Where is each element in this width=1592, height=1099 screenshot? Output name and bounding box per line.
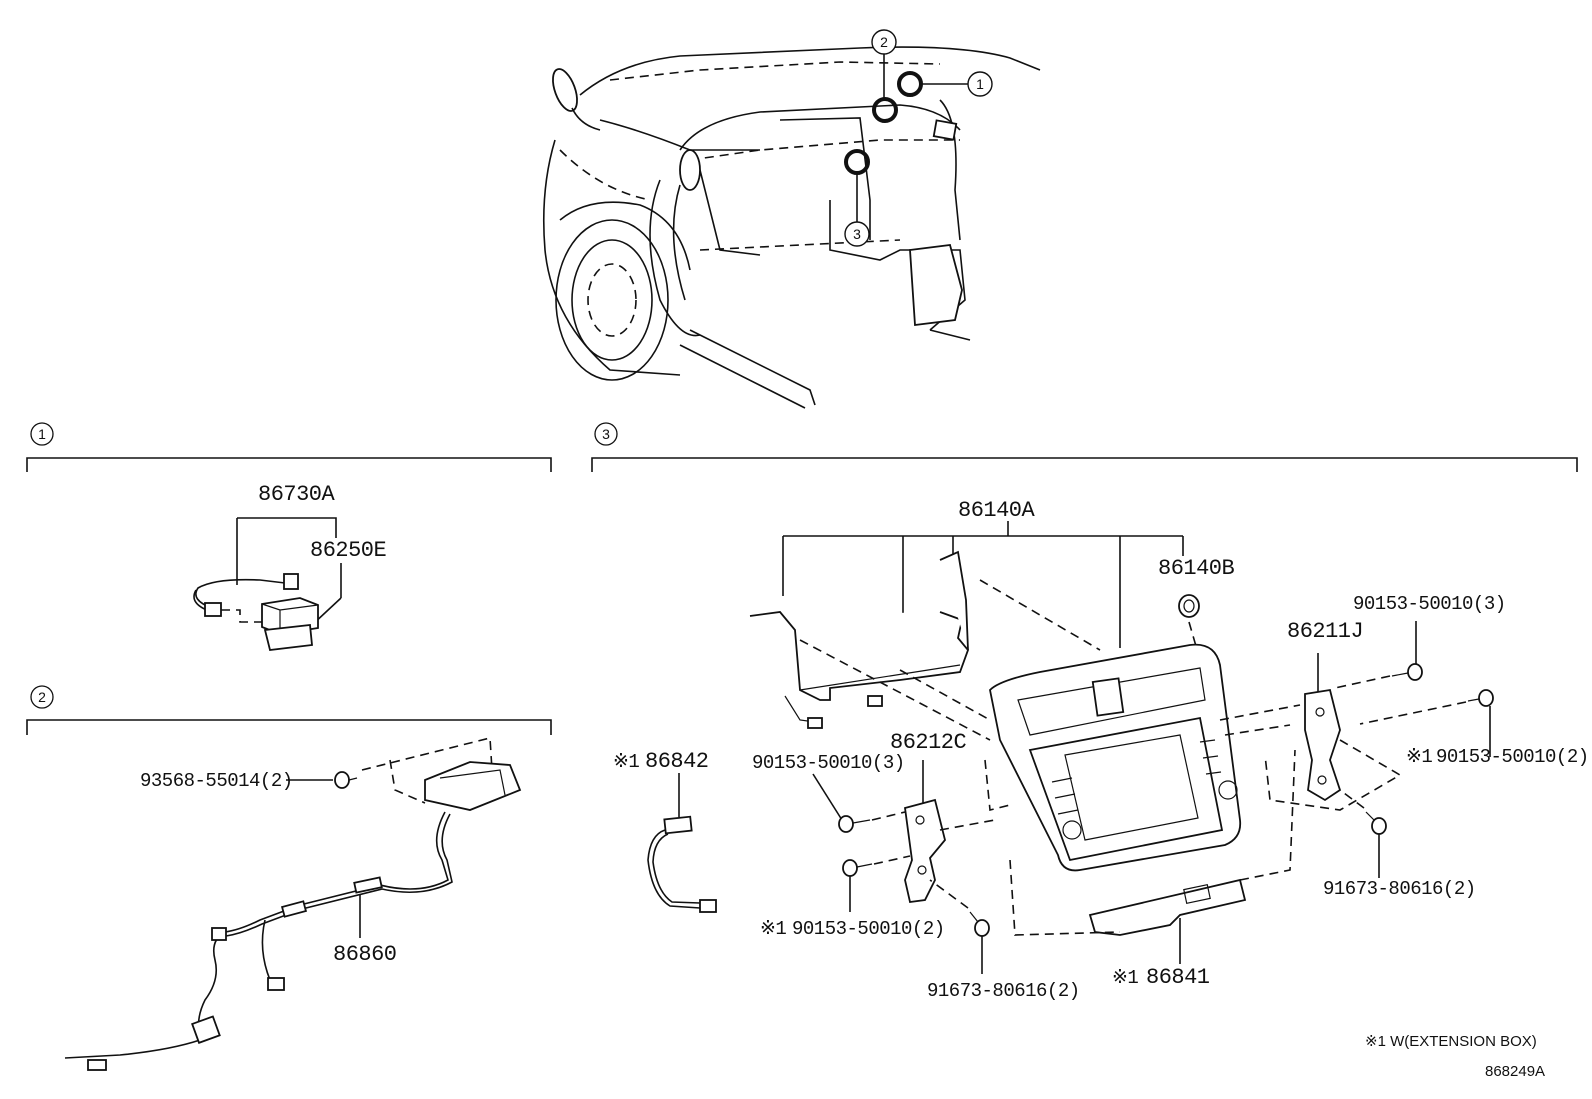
part-86211J-bracket: [1264, 653, 1402, 811]
label-86730A: 86730A: [258, 482, 336, 507]
mark-86841: ※1: [1112, 967, 1138, 989]
mark-90153-left: ※1: [760, 918, 786, 940]
mark-86842: ※1: [613, 751, 639, 773]
label-86211J: 86211J: [1287, 619, 1363, 644]
part-90153-bolt-left-lower: [842, 855, 911, 912]
section-1-header: 1: [26, 422, 552, 472]
svg-text:3: 3: [853, 226, 861, 242]
svg-text:2: 2: [880, 34, 888, 50]
label-86140B: 86140B: [1158, 556, 1235, 581]
callout-1: 1: [967, 71, 993, 97]
svg-text:3: 3: [602, 426, 610, 442]
part-86250E-module: [261, 563, 342, 651]
mark-90153-right: ※1: [1406, 746, 1432, 768]
svg-text:1: 1: [38, 426, 46, 442]
label-90153-50010-3-right: 90153-50010(3): [1353, 593, 1506, 615]
label-86842: 86842: [645, 749, 709, 774]
diagram-id: 868249A: [1485, 1063, 1545, 1080]
part-91673-bolt-left: [929, 879, 990, 974]
part-86860-harness: [64, 761, 522, 1071]
footnote: ※1 W(EXTENSION BOX): [1365, 1033, 1537, 1050]
label-86140A: 86140A: [958, 498, 1036, 523]
svg-text:2: 2: [38, 689, 46, 705]
section-2-header: 2: [26, 685, 552, 735]
label-91673-80616-right: 91673-80616(2): [1323, 878, 1476, 900]
part-86841-extension-box: [1009, 749, 1296, 964]
label-86212C: 86212C: [890, 730, 967, 755]
part-86212C-bracket: [904, 759, 1011, 904]
section-3-header: 3: [591, 422, 1578, 472]
part-90153-bolt-right-upper: [1334, 621, 1423, 689]
part-90153-bolt-right-lower: [1359, 689, 1494, 757]
label-90153-50010-3-left: 90153-50010(3): [752, 752, 905, 774]
part-93568-bolt: [286, 736, 493, 804]
label-91673-80616-left: 91673-80616(2): [927, 980, 1080, 1002]
part-86140A-brackets: [749, 521, 1184, 741]
label-93568-55014: 93568-55014(2): [140, 770, 293, 792]
callout-2: 2: [871, 29, 897, 55]
vehicle-overview: [542, 46, 1041, 409]
svg-text:1: 1: [976, 76, 984, 92]
label-86250E: 86250E: [310, 538, 387, 563]
part-90153-bolt-left-upper: [812, 773, 906, 833]
label-86841: 86841: [1146, 965, 1210, 990]
part-display-unit: [989, 643, 1301, 872]
callout-3: 3: [844, 221, 870, 247]
part-91673-bolt-right: [1339, 789, 1387, 878]
label-90153-50010-2-right: 90153-50010(2): [1436, 746, 1589, 768]
part-86730A-harness: [193, 517, 337, 623]
part-86842-cable: [647, 773, 717, 913]
label-90153-50010-2-left: 90153-50010(2): [792, 918, 945, 940]
label-86860: 86860: [333, 942, 397, 967]
